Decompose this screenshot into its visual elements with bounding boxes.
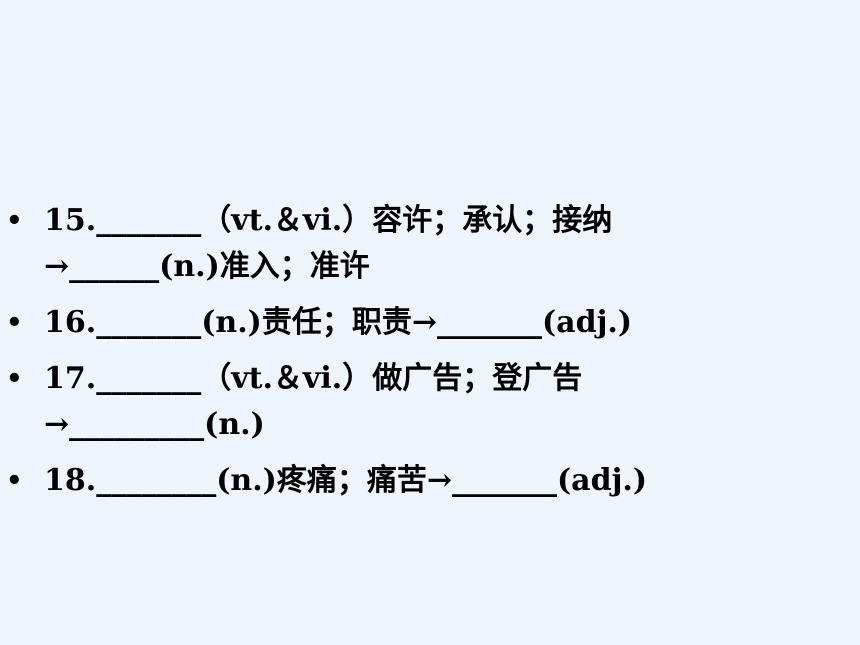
bullet-icon: •	[6, 466, 23, 496]
list-item: • 17._______（vt.＆vi.）做广告；登广告 →_________(…	[0, 356, 860, 448]
vocabulary-list: • 15._______（vt.＆vi.）容许；承认；接纳 →______(n.…	[0, 198, 860, 514]
item-text-line: 15._______（vt.＆vi.）容许；承认；接纳	[44, 203, 613, 238]
list-item: • 18.________(n.)疼痛；痛苦→_______(adj.)	[0, 458, 860, 504]
item-text-line: 17._______（vt.＆vi.）做广告；登广告	[44, 361, 583, 396]
bullet-icon: •	[6, 308, 23, 338]
item-text-line: 18.________(n.)疼痛；痛苦→_______(adj.)	[44, 463, 648, 498]
list-item: • 15._______（vt.＆vi.）容许；承认；接纳 →______(n.…	[0, 198, 860, 290]
list-item: • 16._______(n.)责任；职责→_______(adj.)	[0, 300, 860, 346]
bullet-icon: •	[6, 206, 23, 236]
bullet-icon: •	[6, 364, 23, 394]
item-text-line: →______(n.)准入；准许	[44, 249, 370, 284]
item-text-line: 16._______(n.)责任；职责→_______(adj.)	[44, 305, 633, 340]
item-text-line: →_________(n.)	[44, 407, 265, 442]
